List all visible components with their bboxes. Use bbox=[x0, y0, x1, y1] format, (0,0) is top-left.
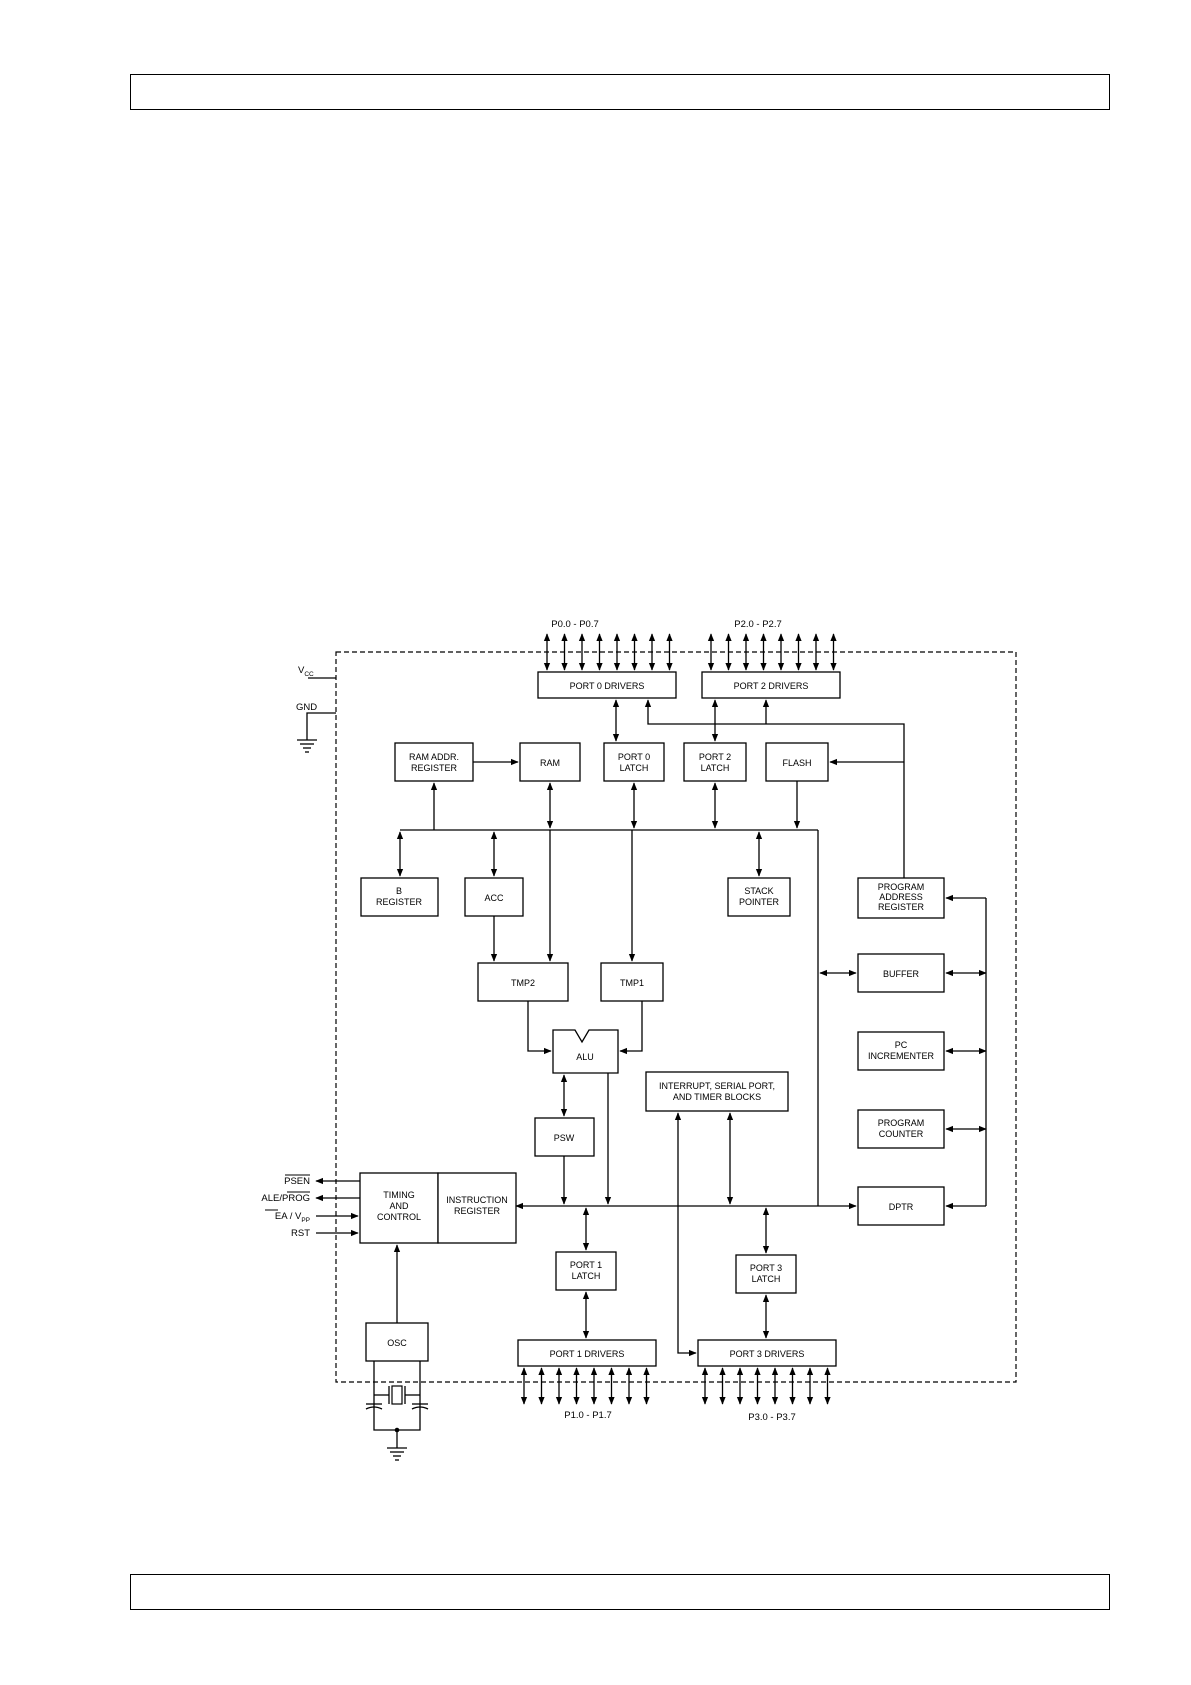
wiring bbox=[315, 699, 987, 1461]
port3-latch-label-1: PORT 3 bbox=[750, 1263, 782, 1273]
interrupt-label-1: INTERRUPT, SERIAL PORT, bbox=[659, 1081, 775, 1091]
acc-label: ACC bbox=[484, 893, 504, 903]
tmp1-box bbox=[600, 962, 664, 1002]
chip-boundary bbox=[335, 651, 1017, 1383]
program-address-register-box bbox=[857, 877, 945, 919]
p1-pin-arrows bbox=[520, 1367, 650, 1405]
tmp2-box bbox=[477, 962, 569, 1002]
b-register-label-2: REGISTER bbox=[376, 897, 423, 907]
stack-pointer-label-2: POINTER bbox=[739, 897, 780, 907]
instruction-register-box bbox=[437, 1172, 517, 1244]
port2-latch-label-2: LATCH bbox=[701, 763, 730, 773]
ram-addr-label-1: RAM ADDR. bbox=[409, 752, 459, 762]
interrupt-label-2: AND TIMER BLOCKS bbox=[673, 1092, 761, 1102]
pc-incrementer-label-1: PC bbox=[895, 1040, 908, 1050]
p0-bus-label: P0.0 - P0.7 bbox=[551, 619, 599, 630]
p3-bus-label: P3.0 - P3.7 bbox=[748, 1412, 796, 1423]
par-label-3: REGISTER bbox=[878, 902, 925, 912]
program-counter-label-1: PROGRAM bbox=[878, 1118, 925, 1128]
tmp2-label: TMP2 bbox=[511, 978, 535, 988]
port2-drivers-box bbox=[701, 671, 841, 699]
ram-box bbox=[519, 742, 581, 782]
port1-latch-box bbox=[555, 1251, 617, 1291]
ram-addr-label-2: REGISTER bbox=[411, 763, 458, 773]
port1-drivers-box bbox=[517, 1339, 657, 1367]
osc-label: OSC bbox=[387, 1338, 407, 1348]
p2-pin-arrows bbox=[707, 633, 837, 671]
alu-label: ALU bbox=[576, 1052, 594, 1062]
program-counter-box bbox=[857, 1109, 945, 1149]
pc-incrementer-label-2: INCREMENTER bbox=[868, 1051, 935, 1061]
p3-pin-arrows bbox=[701, 1367, 831, 1405]
b-register-label-1: B bbox=[396, 886, 402, 896]
acc-box bbox=[464, 877, 524, 917]
timing-label-2: AND bbox=[389, 1201, 409, 1211]
block-diagram: VCC GND P0.0 - P0.7 PORT 0 DRIVERS P2.0 … bbox=[250, 610, 1030, 1470]
psen-label: PSEN bbox=[284, 1176, 310, 1187]
flash-label: FLASH bbox=[782, 758, 811, 768]
port1-latch-label-1: PORT 1 bbox=[570, 1260, 602, 1270]
psw-box bbox=[534, 1117, 595, 1157]
pc-incrementer-box bbox=[857, 1031, 945, 1071]
port0-drivers-box bbox=[537, 671, 677, 699]
buffer-box bbox=[857, 953, 945, 993]
port0-drivers-label: PORT 0 DRIVERS bbox=[570, 681, 645, 691]
port1-drivers-label: PORT 1 DRIVERS bbox=[550, 1349, 625, 1359]
stack-pointer-box bbox=[727, 877, 791, 917]
timing-control-box bbox=[359, 1172, 439, 1244]
par-label-1: PROGRAM bbox=[878, 882, 925, 892]
port2-latch-box bbox=[683, 742, 747, 782]
port0-latch-label-2: LATCH bbox=[620, 763, 649, 773]
header-bar bbox=[130, 74, 1110, 110]
tmp1-label: TMP1 bbox=[620, 978, 644, 988]
dptr-label: DPTR bbox=[889, 1202, 914, 1212]
rst-label: RST bbox=[291, 1228, 310, 1239]
ale-prog-label: ALE/PROG bbox=[261, 1193, 310, 1204]
port3-drivers-box bbox=[697, 1339, 837, 1367]
b-register-box bbox=[360, 877, 439, 917]
psw-label: PSW bbox=[554, 1133, 575, 1143]
port3-latch-label-2: LATCH bbox=[752, 1274, 781, 1284]
port3-latch-box bbox=[735, 1254, 797, 1294]
dptr-box bbox=[857, 1186, 945, 1226]
ram-label: RAM bbox=[540, 758, 560, 768]
gnd-label: GND bbox=[296, 702, 317, 713]
port3-drivers-label: PORT 3 DRIVERS bbox=[730, 1349, 805, 1359]
instruction-register-label-1: INSTRUCTION bbox=[446, 1195, 508, 1205]
alu-shape bbox=[552, 1029, 619, 1074]
p0-pin-arrows bbox=[543, 633, 673, 671]
p1-bus-label: P1.0 - P1.7 bbox=[564, 1410, 612, 1421]
ram-addr-register-box bbox=[394, 742, 474, 782]
port2-latch-label-1: PORT 2 bbox=[699, 752, 731, 762]
stack-pointer-label-1: STACK bbox=[744, 886, 773, 896]
buffer-label: BUFFER bbox=[883, 969, 920, 979]
vcc-gnd-pins: VCC GND bbox=[296, 665, 336, 753]
p2-bus-label: P2.0 - P2.7 bbox=[734, 619, 782, 630]
instruction-register-label-2: REGISTER bbox=[454, 1206, 501, 1216]
timing-label-3: CONTROL bbox=[377, 1212, 421, 1222]
port0-latch-label-1: PORT 0 bbox=[618, 752, 650, 762]
timing-label-1: TIMING bbox=[383, 1190, 415, 1200]
port1-latch-label-2: LATCH bbox=[572, 1271, 601, 1281]
footer-bar bbox=[130, 1574, 1110, 1610]
program-counter-label-2: COUNTER bbox=[879, 1129, 924, 1139]
par-label-2: ADDRESS bbox=[879, 892, 923, 902]
port2-drivers-label: PORT 2 DRIVERS bbox=[734, 681, 809, 691]
port0-latch-box bbox=[603, 742, 665, 782]
vcc-label: VCC bbox=[298, 665, 314, 678]
osc-box bbox=[365, 1322, 429, 1362]
interrupt-serial-timer-box bbox=[645, 1071, 789, 1112]
ea-vpp-label: EA / VPP bbox=[275, 1211, 310, 1224]
